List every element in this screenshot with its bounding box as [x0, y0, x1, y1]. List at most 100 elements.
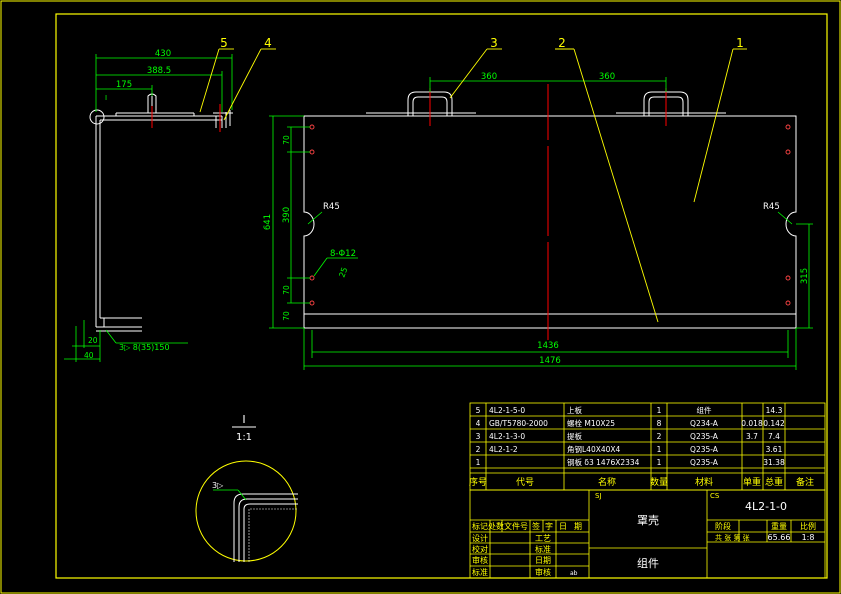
bom-cell-no: 5: [476, 406, 481, 415]
balloon-4: 4: [264, 36, 272, 50]
side-view: [89, 93, 233, 332]
tb-scale-label: 比例: [800, 521, 816, 531]
dim-40: 40: [84, 351, 94, 360]
detail-circle: [195, 460, 297, 562]
front-centerlines: [429, 84, 667, 340]
bom-cell-qty: 8: [657, 419, 662, 428]
mark-cs: CS: [710, 492, 720, 500]
dim-390: 390: [282, 207, 292, 223]
bom-table: [469, 402, 826, 491]
bom-cell-mat: Q235-A: [690, 445, 719, 454]
bom-cell-no: 1: [476, 458, 481, 467]
bom-cell-name: 提板: [567, 431, 582, 441]
title-block: [469, 489, 826, 579]
front-view: [303, 91, 797, 329]
bom-cell-no: 4: [476, 419, 481, 428]
bom-cell-mat: 组件: [697, 405, 712, 415]
dim-430: 430: [155, 49, 171, 59]
tb-foot: ab: [570, 570, 578, 577]
dim-70-top: 70: [282, 135, 291, 145]
tb-stage: 阶段: [715, 521, 731, 531]
balloon-1: 1: [736, 36, 744, 50]
bom-cell-code: 4L2-1-2: [489, 445, 518, 454]
tb-process: 工艺: [535, 534, 551, 543]
bom-header-material: 材料: [695, 476, 713, 488]
tb-row1-1: 处数: [488, 521, 504, 531]
weld-symbol: 3▷ 8(35)150: [119, 343, 170, 352]
tb-approve: 审核: [535, 567, 551, 577]
bom-cell-mat: Q235-A: [690, 458, 719, 467]
hole-callout: 8-Φ12: [330, 249, 356, 259]
inner-frame: [55, 13, 828, 579]
tb-date: 日期: [535, 556, 551, 565]
dim-360-left: 360: [481, 72, 497, 82]
bom-cell-unit: 0.018: [741, 419, 763, 428]
bom-cell-mat: Q234-A: [690, 419, 719, 428]
dim-388-5: 388.5: [147, 66, 171, 76]
detail-marker-label: I: [105, 94, 107, 102]
bolt-holes: [309, 124, 791, 306]
detail-weld: 3▷: [212, 481, 224, 490]
bom-cell-total: 3.61: [766, 445, 783, 454]
tb-check: 校对: [472, 544, 488, 554]
dim-360-right: 360: [599, 72, 615, 82]
mark-sj: SJ: [595, 492, 602, 500]
tb-standard: 标准: [472, 567, 488, 577]
bom-header-code: 代号: [516, 477, 534, 488]
dim-20: 20: [88, 336, 98, 345]
tb-standard-2: 标准: [535, 544, 551, 554]
balloon-3: 3: [490, 36, 498, 50]
side-dimensions: [64, 54, 233, 362]
bom-cell-qty: 1: [657, 458, 662, 467]
drawing-number: 4L2-1-0: [745, 500, 787, 513]
bom-header-no: 序号: [469, 476, 487, 488]
bom-cell-unit: 3.7: [746, 432, 758, 441]
tb-row1-5: 日: [559, 522, 567, 531]
tb-design: 设计: [472, 533, 488, 543]
detail-view: I 1:1 3▷: [195, 413, 298, 562]
dim-315: 315: [800, 268, 810, 284]
bom-cell-code: 4L2-1-5-0: [489, 406, 525, 415]
bom-cell-total: 31.38: [763, 458, 785, 467]
detail-marker-circle: [89, 109, 105, 125]
bom-cell-name: 螺栓 M10X25: [567, 418, 615, 428]
tb-review: 审核: [472, 555, 488, 565]
bom-cell-mat: Q235-A: [690, 432, 719, 441]
side-centerlines: [151, 104, 221, 132]
tb-row1-3: 签: [532, 521, 540, 531]
bom-header-name: 名称: [598, 476, 616, 488]
bom-cell-qty: 1: [657, 445, 662, 454]
front-dimensions: [269, 77, 813, 370]
dim-175: 175: [116, 80, 132, 90]
bom-cell-name: 钢板 δ3 1476X2334: [567, 457, 640, 467]
dim-70-bottom: 70: [282, 311, 291, 321]
dim-70-mid: 70: [282, 285, 291, 295]
bom-cell-name: 角钢L40X40X4: [567, 444, 621, 454]
part-leaders: [199, 48, 747, 323]
title-block-text: SJ CS 标记 处数 文件号 签 字 日 期 设计 校对 审核 标准 工艺 标…: [472, 492, 816, 577]
bom-cell-total: 7.4: [768, 432, 780, 441]
balloon-5: 5: [220, 36, 228, 50]
dim-1436: 1436: [537, 341, 559, 351]
bom-cell-code: 4L2-1-3-0: [489, 432, 525, 441]
bom-cell-qty: 1: [657, 406, 662, 415]
balloon-2: 2: [558, 36, 566, 50]
bom-cell-code: GB/T5780-2000: [489, 419, 548, 428]
bom-cell-total: 14.3: [766, 406, 783, 415]
bom-cell-qty: 2: [657, 432, 662, 441]
tb-sheet: 共 张 第 张: [715, 533, 750, 542]
bom-header: 序号 代号 名称 数量 材料 单重 总重 备注: [469, 476, 814, 488]
radius-right: R45: [763, 202, 780, 212]
bom-cell-no: 2: [476, 445, 481, 454]
part-name: 罩壳: [637, 513, 659, 527]
detail-label-num: I: [242, 413, 245, 426]
tb-row1-6: 期: [574, 522, 582, 531]
detail-label-scale: 1:1: [236, 432, 252, 443]
dim-641: 641: [263, 214, 273, 230]
tb-scale: 1:8: [802, 533, 815, 542]
bom-header-total: 总重: [765, 476, 783, 488]
tb-weight-label: 重量: [771, 521, 787, 531]
